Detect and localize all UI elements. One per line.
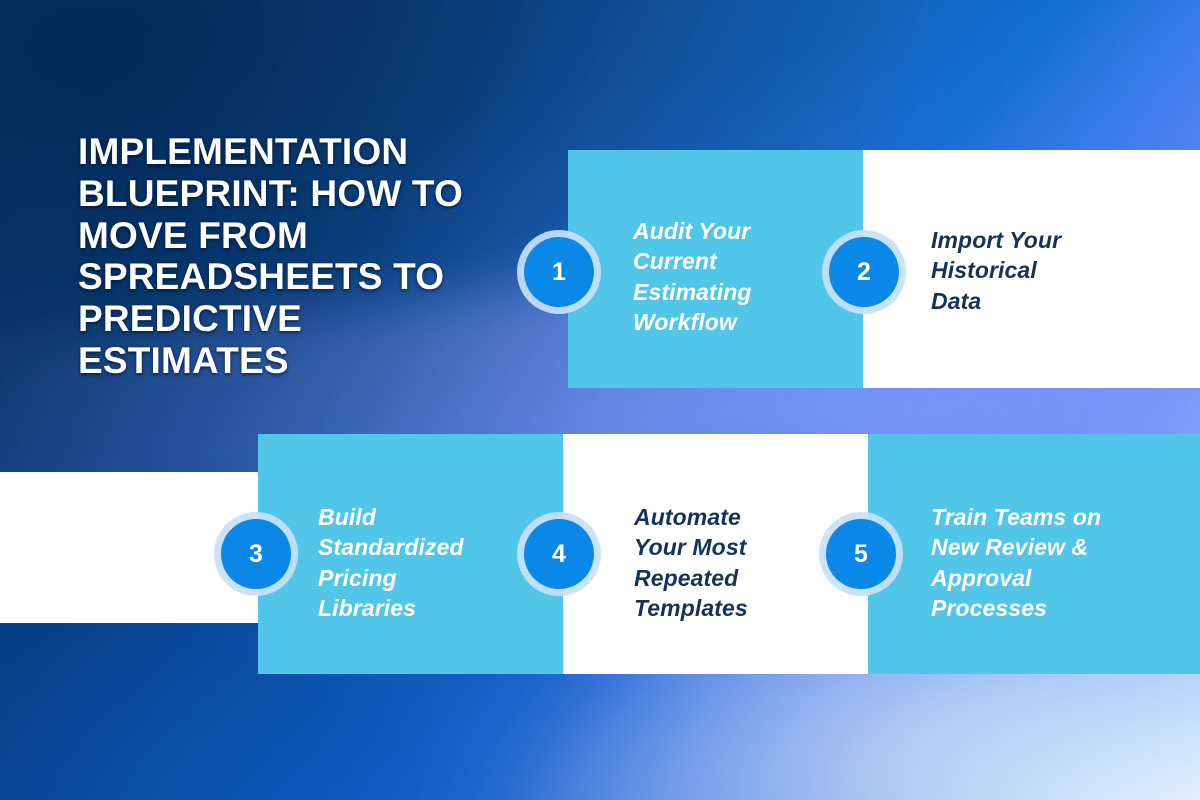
step-number-badge-3: 3 — [221, 519, 291, 589]
steps-row-1 — [568, 150, 1200, 388]
step-label-3: Build Standardized Pricing Libraries — [318, 504, 464, 622]
page-title: IMPLEMENTATION BLUEPRINT: HOW TO MOVE FR… — [78, 131, 464, 381]
step-number-badge-2: 2 — [829, 237, 899, 307]
step-label-4: Automate Your Most Repeated Templates — [634, 504, 748, 622]
step-panel-3 — [258, 434, 563, 674]
step-number-badge-4: 4 — [524, 519, 594, 589]
steps-row-2 — [258, 434, 1200, 674]
step-label-2: Import Your Historical Data — [931, 227, 1062, 314]
step-number-badge-5: 5 — [826, 519, 896, 589]
left-white-accent-block — [0, 472, 258, 623]
step-label-1: Audit Your Current Estimating Workflow — [633, 218, 752, 336]
step-number-badge-1: 1 — [524, 237, 594, 307]
step-label-5: Train Teams on New Review & Approval Pro… — [931, 504, 1102, 622]
step-panel-1 — [568, 150, 863, 388]
step-panel-4 — [563, 434, 868, 674]
step-panel-2 — [863, 150, 1200, 388]
step-panel-5 — [868, 434, 1200, 674]
